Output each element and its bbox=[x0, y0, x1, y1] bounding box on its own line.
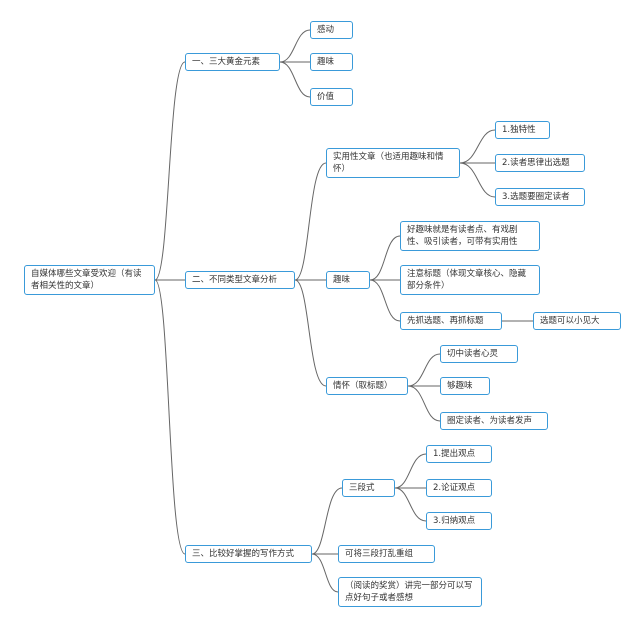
leaf-label: 3.归纳观点 bbox=[433, 516, 476, 526]
branch-golden-elements[interactable]: 一、三大黄金元素 bbox=[185, 53, 280, 71]
leaf-label: 够趣味 bbox=[447, 381, 473, 391]
leaf-label: 圈定读者、为读者发声 bbox=[447, 416, 533, 426]
leaf-label: 先抓选题、再抓标题 bbox=[407, 316, 484, 326]
connector bbox=[294, 279, 327, 387]
leaf-label: 切中读者心灵 bbox=[447, 349, 499, 359]
leaf-node[interactable]: 3.选题要圈定读者 bbox=[495, 188, 585, 206]
shuffle-node[interactable]: 可将三段打乱重组 bbox=[338, 545, 435, 563]
connector bbox=[369, 279, 401, 322]
connector bbox=[459, 162, 496, 198]
leaf-node[interactable]: 够趣味 bbox=[440, 377, 490, 395]
connector bbox=[369, 235, 401, 281]
root-label: 自媒体哪些文章受欢迎（有读者相关性的文章） bbox=[31, 269, 142, 291]
node-label: （阅读的奖赏）讲完一部分可以写点好句子或者感想 bbox=[345, 581, 473, 603]
connector bbox=[394, 487, 427, 522]
leaf-node[interactable]: 选题可以小见大 bbox=[533, 312, 621, 330]
leaf-label: 趣味 bbox=[317, 57, 335, 67]
leaf-node[interactable]: 好趣味就是有读者点、有戏剧性、吸引读者，可带有实用性 bbox=[400, 221, 540, 251]
connector bbox=[311, 553, 339, 593]
node-label: 情怀（取标题） bbox=[333, 381, 393, 391]
connector bbox=[407, 353, 441, 387]
branch-label: 一、三大黄金元素 bbox=[192, 57, 261, 67]
node-label: 三段式 bbox=[349, 483, 375, 493]
leaf-label: 好趣味就是有读者点、有戏剧性、吸引读者，可带有实用性 bbox=[407, 225, 518, 247]
leaf-label: 2.读者思律出选题 bbox=[502, 158, 570, 168]
connector bbox=[154, 279, 186, 555]
branch-label: 三、比较好掌握的写作方式 bbox=[192, 549, 295, 559]
leaf-label: 注意标题（体现文章核心、隐藏部分条件） bbox=[407, 269, 527, 291]
leaf-label: 3.选题要圈定读者 bbox=[502, 192, 570, 202]
practical-article-node[interactable]: 实用性文章（也适用趣味和情怀） bbox=[326, 148, 460, 178]
leaf-label: 1.提出观点 bbox=[433, 449, 476, 459]
connector bbox=[154, 61, 186, 281]
leaf-node[interactable]: 1.独特性 bbox=[495, 121, 550, 139]
three-part-node[interactable]: 三段式 bbox=[342, 479, 395, 497]
leaf-node[interactable]: 趣味 bbox=[310, 53, 353, 71]
node-label: 趣味 bbox=[333, 275, 351, 285]
leaf-label: 选题可以小见大 bbox=[540, 316, 600, 326]
leaf-node[interactable]: 价值 bbox=[310, 88, 353, 106]
branch-article-analysis[interactable]: 二、不同类型文章分析 bbox=[185, 271, 295, 289]
leaf-node[interactable]: 切中读者心灵 bbox=[440, 345, 518, 363]
leaf-node[interactable]: 圈定读者、为读者发声 bbox=[440, 412, 548, 430]
connector bbox=[279, 29, 311, 63]
leaf-node[interactable]: 1.提出观点 bbox=[426, 445, 492, 463]
connector bbox=[459, 129, 496, 164]
leaf-node[interactable]: 2.论证观点 bbox=[426, 479, 492, 497]
fun-node[interactable]: 趣味 bbox=[326, 271, 370, 289]
branch-writing-methods[interactable]: 三、比较好掌握的写作方式 bbox=[185, 545, 312, 563]
leaf-label: 感动 bbox=[317, 25, 335, 35]
leaf-label: 1.独特性 bbox=[502, 125, 536, 135]
leaf-node[interactable]: 感动 bbox=[310, 21, 353, 39]
leaf-node[interactable]: 注意标题（体现文章核心、隐藏部分条件） bbox=[400, 265, 540, 295]
branch-label: 二、不同类型文章分析 bbox=[192, 275, 278, 285]
leaf-label: 价值 bbox=[317, 92, 335, 102]
connector bbox=[407, 385, 441, 422]
feeling-node[interactable]: 情怀（取标题） bbox=[326, 377, 408, 395]
connector bbox=[311, 487, 343, 555]
leaf-node[interactable]: 2.读者思律出选题 bbox=[495, 154, 585, 172]
root-node[interactable]: 自媒体哪些文章受欢迎（有读者相关性的文章） bbox=[24, 265, 155, 295]
leaf-node[interactable]: 先抓选题、再抓标题 bbox=[400, 312, 502, 330]
leaf-node[interactable]: 3.归纳观点 bbox=[426, 512, 492, 530]
node-label: 可将三段打乱重组 bbox=[345, 549, 414, 559]
connector bbox=[294, 162, 327, 281]
node-label: 实用性文章（也适用趣味和情怀） bbox=[333, 152, 444, 174]
leaf-label: 2.论证观点 bbox=[433, 483, 476, 493]
connector bbox=[394, 453, 427, 489]
reward-node[interactable]: （阅读的奖赏）讲完一部分可以写点好句子或者感想 bbox=[338, 577, 482, 607]
connector bbox=[279, 61, 311, 98]
